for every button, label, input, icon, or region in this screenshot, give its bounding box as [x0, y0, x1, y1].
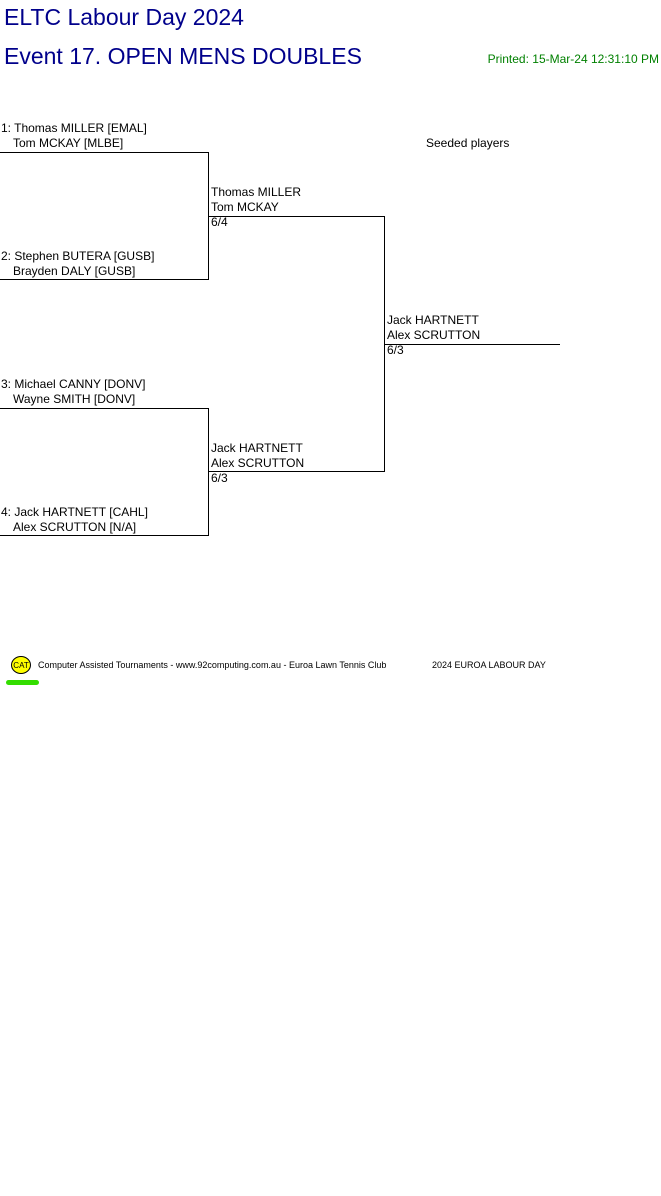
partner-name: Wayne SMITH [DONV]	[13, 392, 136, 406]
bracket-line	[0, 152, 208, 153]
partner-name: Alex SCRUTTON	[387, 328, 481, 342]
printed-timestamp: Printed: 15-Mar-24 12:31:10 PM	[487, 52, 659, 66]
draw-entry-4: 4: Jack HARTNETT [CAHL] Alex SCRUTTON [N…	[1, 505, 148, 535]
draw-entry-1: 1: Thomas MILLER [EMAL] Tom MCKAY [MLBE]	[1, 121, 147, 151]
bracket-line	[209, 216, 384, 217]
logo-text: CAT	[13, 660, 29, 670]
final-score: 6/3	[387, 343, 404, 357]
footer-credit: Computer Assisted Tournaments - www.92co…	[38, 660, 387, 670]
champion-entry: Jack HARTNETT Alex SCRUTTON	[387, 313, 480, 343]
bracket-line	[0, 408, 208, 409]
player-name: Jack HARTNETT	[387, 313, 479, 327]
bracket-connector	[384, 216, 385, 472]
match-score: 6/4	[211, 215, 228, 229]
seeded-players-label: Seeded players	[426, 136, 510, 150]
match-winner-1: Thomas MILLER Tom MCKAY	[211, 185, 301, 215]
partner-name: Tom MCKAY [MLBE]	[13, 136, 124, 150]
event-title: Event 17. OPEN MENS DOUBLES	[4, 43, 362, 69]
bracket-connector	[208, 408, 209, 536]
draw-entry-2: 2: Stephen BUTERA [GUSB] Brayden DALY [G…	[1, 249, 154, 279]
player-name: 3: Michael CANNY [DONV]	[1, 377, 146, 391]
bracket-connector	[208, 152, 209, 280]
bracket-line	[0, 535, 208, 536]
partner-name: Alex SCRUTTON [N/A]	[13, 520, 137, 534]
partner-name: Alex SCRUTTON	[211, 456, 305, 470]
player-name: Jack HARTNETT	[211, 441, 303, 455]
draw-entry-3: 3: Michael CANNY [DONV] Wayne SMITH [DON…	[1, 377, 146, 407]
player-name: Thomas MILLER	[211, 185, 302, 199]
logo-underline	[6, 680, 39, 685]
partner-name: Brayden DALY [GUSB]	[13, 264, 136, 278]
tournament-title: ELTC Labour Day 2024	[4, 4, 244, 30]
cat-logo-icon: CAT	[11, 656, 31, 674]
partner-name: Tom MCKAY	[211, 200, 279, 214]
bracket-line	[0, 279, 208, 280]
player-name: 1: Thomas MILLER [EMAL]	[1, 121, 147, 135]
footer-tournament: 2024 EUROA LABOUR DAY	[432, 660, 546, 670]
player-name: 2: Stephen BUTERA [GUSB]	[1, 249, 155, 263]
match-score: 6/3	[211, 471, 228, 485]
bracket-line	[385, 344, 560, 345]
bracket-line	[209, 471, 384, 472]
player-name: 4: Jack HARTNETT [CAHL]	[1, 505, 148, 519]
match-winner-2: Jack HARTNETT Alex SCRUTTON	[211, 441, 304, 471]
